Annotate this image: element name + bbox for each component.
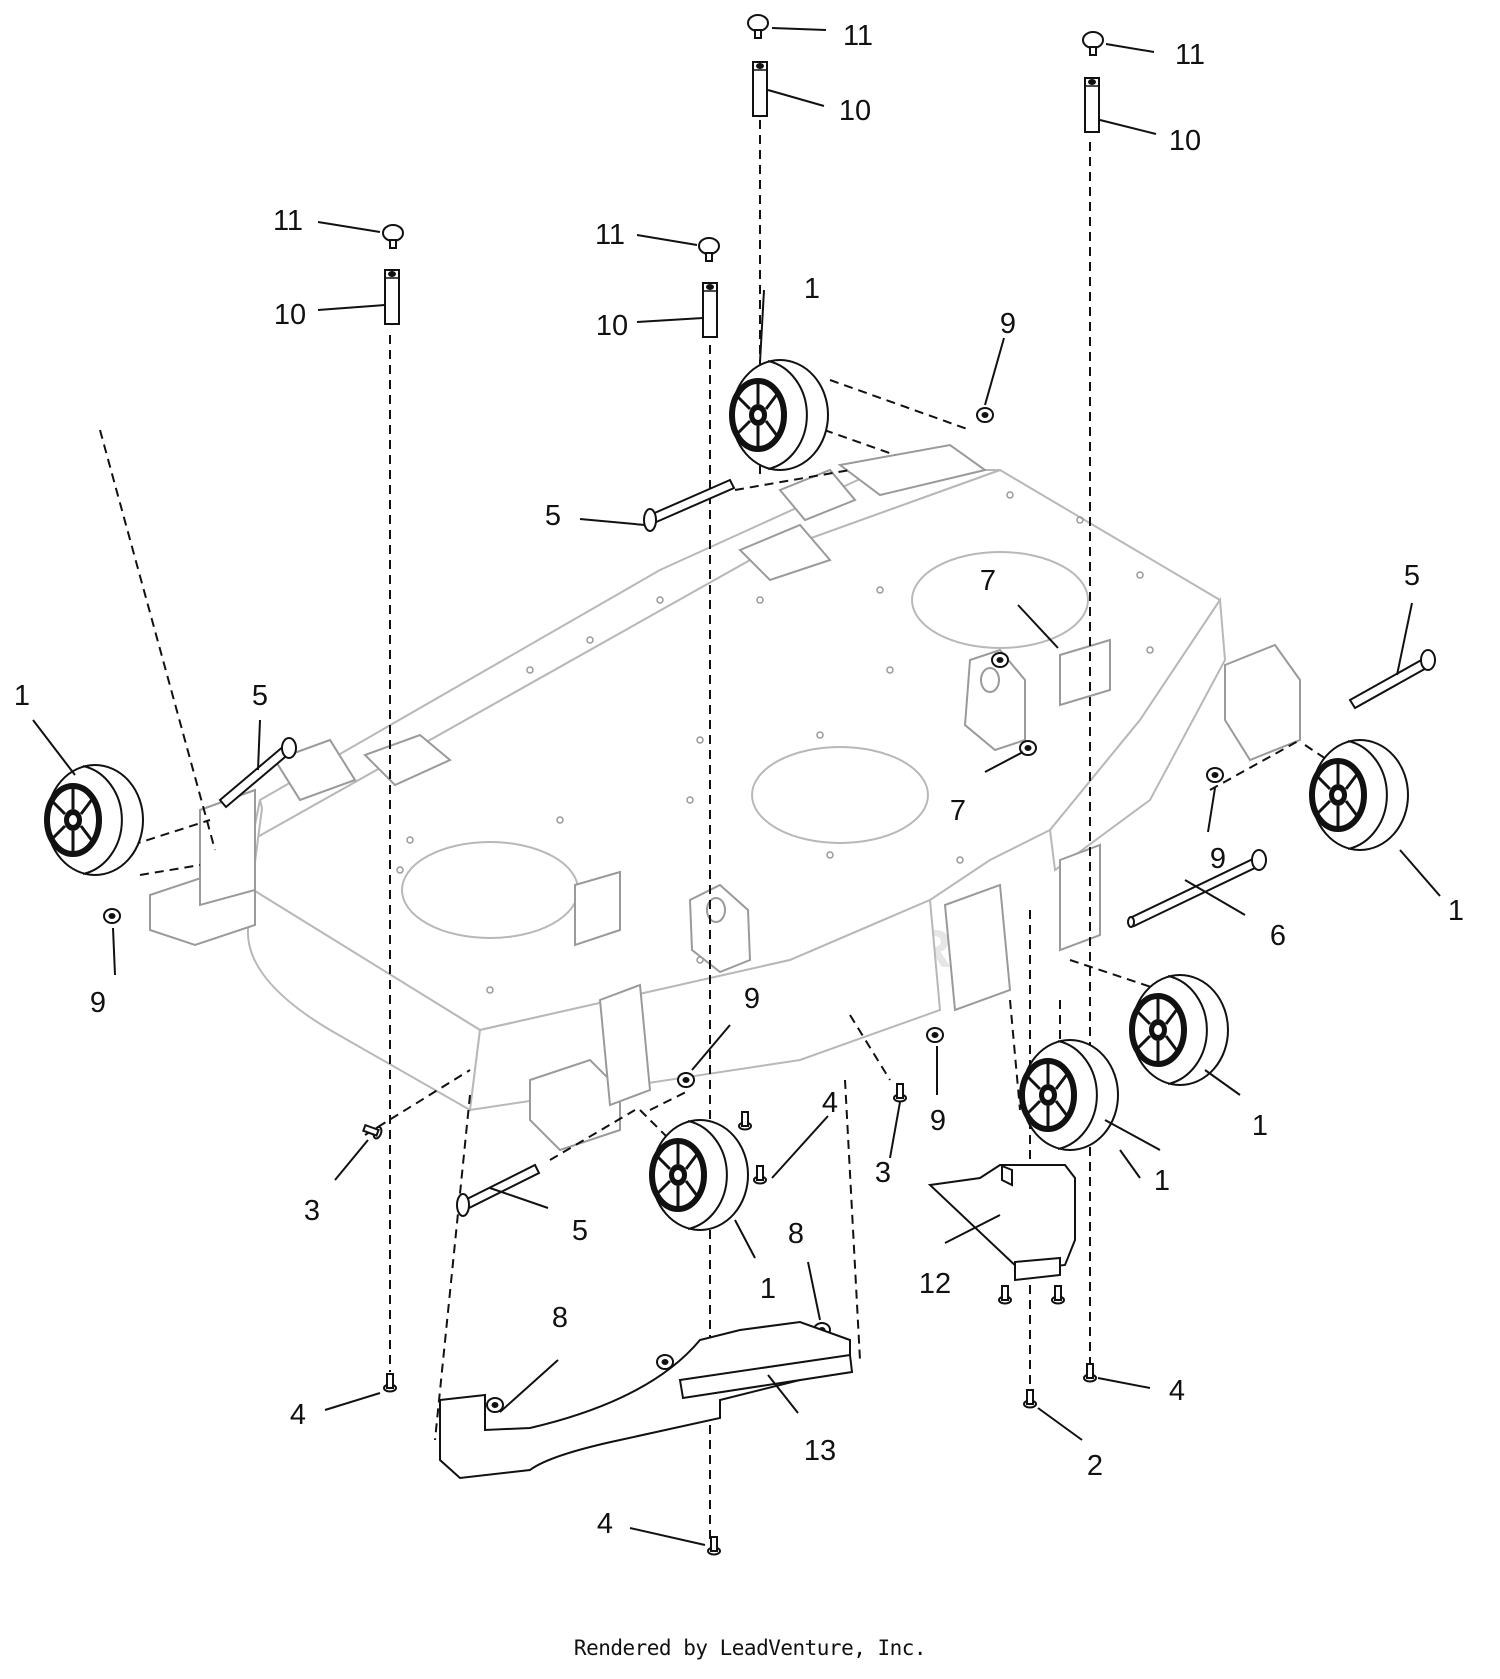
callout-1-front-right-inner: 1 [1154, 1165, 1170, 1197]
callout-5-rear: 5 [545, 500, 561, 532]
callout-4-left: 4 [290, 1399, 306, 1431]
pin-front-left[interactable] [456, 1163, 541, 1217]
callout-4-center: 4 [822, 1087, 838, 1119]
screw-4-center[interactable] [753, 1165, 767, 1185]
callout-8-right: 8 [788, 1218, 804, 1250]
screw-4-right[interactable] [1083, 1363, 1097, 1383]
callout-9-left: 9 [90, 987, 106, 1019]
standoff-top-center[interactable] [752, 61, 768, 117]
callout-4-right: 4 [1169, 1375, 1185, 1407]
gauge-wheel-rear-center[interactable] [732, 360, 828, 470]
standoff-right[interactable] [1084, 77, 1100, 133]
callout-9-front-right: 9 [930, 1105, 946, 1137]
gauge-wheel-front-left[interactable] [652, 1120, 748, 1230]
leader-lines [32, 27, 1441, 1546]
knob-left[interactable] [382, 224, 404, 249]
callout-9-front-left: 9 [744, 983, 760, 1015]
callout-6: 6 [1270, 920, 1286, 952]
callout-3-left: 3 [304, 1195, 320, 1227]
nut-9-rear[interactable] [976, 407, 994, 423]
nut-9-right[interactable] [1206, 767, 1224, 783]
callout-13: 13 [804, 1435, 836, 1467]
callout-11-left: 11 [273, 205, 303, 237]
assembly-lines [99, 120, 1381, 1540]
screw-2[interactable] [1023, 1389, 1037, 1409]
callout-10-top-center: 10 [839, 95, 871, 127]
callout-11-center: 11 [595, 219, 625, 251]
callout-7-lower: 7 [950, 795, 966, 827]
screw-loose[interactable] [738, 1111, 752, 1131]
callout-5-right: 5 [1404, 560, 1420, 592]
pin-left[interactable] [218, 737, 297, 809]
callout-1-right-wheel: 1 [1448, 895, 1464, 927]
screw-bracket-a[interactable] [998, 1285, 1012, 1305]
callout-4-bottom: 4 [597, 1508, 613, 1540]
callout-12: 12 [919, 1268, 951, 1300]
callout-2: 2 [1087, 1450, 1103, 1482]
nut-9-front-right[interactable] [926, 1027, 944, 1043]
callout-1-left-wheel: 1 [14, 680, 30, 712]
baffle-bracket-12[interactable] [927, 1164, 1076, 1282]
callout-11-right: 11 [1175, 39, 1205, 71]
standoff-left[interactable] [384, 269, 400, 325]
knob-right[interactable] [1082, 31, 1104, 56]
knob-center[interactable] [698, 237, 720, 262]
callout-8-left: 8 [552, 1302, 568, 1334]
nut-8-left[interactable] [486, 1397, 504, 1413]
callout-1-front-right-outer: 1 [1252, 1110, 1268, 1142]
callout-9-rear: 9 [1000, 308, 1016, 340]
knob-top-center[interactable] [747, 14, 769, 39]
callout-10-right: 10 [1169, 125, 1201, 157]
gauge-wheel-front-right-outer[interactable] [1132, 975, 1228, 1085]
gauge-wheel-front-right-inner[interactable] [1022, 1040, 1118, 1150]
long-bolt-right[interactable] [1127, 849, 1267, 928]
callout-5-left: 5 [252, 680, 268, 712]
callout-11-top-center: 11 [843, 20, 873, 52]
nut-9-left[interactable] [103, 908, 121, 924]
callout-labels: 1 1 1 1 1 1 1 2 3 3 4 4 4 4 5 5 5 5 6 7 … [14, 20, 1464, 1540]
nut-9-front-left[interactable] [677, 1072, 695, 1088]
nut-7-upper[interactable] [991, 652, 1009, 668]
pin-right[interactable] [1348, 649, 1436, 710]
callout-10-center: 10 [596, 310, 628, 342]
footer-credit: Rendered by LeadVenture, Inc. [573, 1636, 927, 1660]
screw-bracket-b[interactable] [1051, 1285, 1065, 1305]
callout-10-left: 10 [274, 299, 306, 331]
baffle-plate-13[interactable] [439, 1320, 854, 1480]
mower-deck [149, 443, 1301, 1152]
callout-5-front: 5 [572, 1215, 588, 1247]
callout-7-upper: 7 [980, 565, 996, 597]
gauge-wheel-right[interactable] [1312, 740, 1408, 850]
standoff-center[interactable] [702, 282, 718, 338]
screw-3-right[interactable] [893, 1083, 907, 1103]
callout-3-right: 3 [875, 1157, 891, 1189]
callout-1-front-left: 1 [760, 1273, 776, 1305]
callout-1-rear-wheel: 1 [804, 273, 820, 305]
callout-9-right: 9 [1210, 843, 1226, 875]
pin-rear-center[interactable] [643, 478, 736, 532]
screw-4-bottom[interactable] [707, 1536, 721, 1556]
screw-4-left[interactable] [383, 1373, 397, 1393]
gauge-wheel-left[interactable] [47, 765, 143, 875]
